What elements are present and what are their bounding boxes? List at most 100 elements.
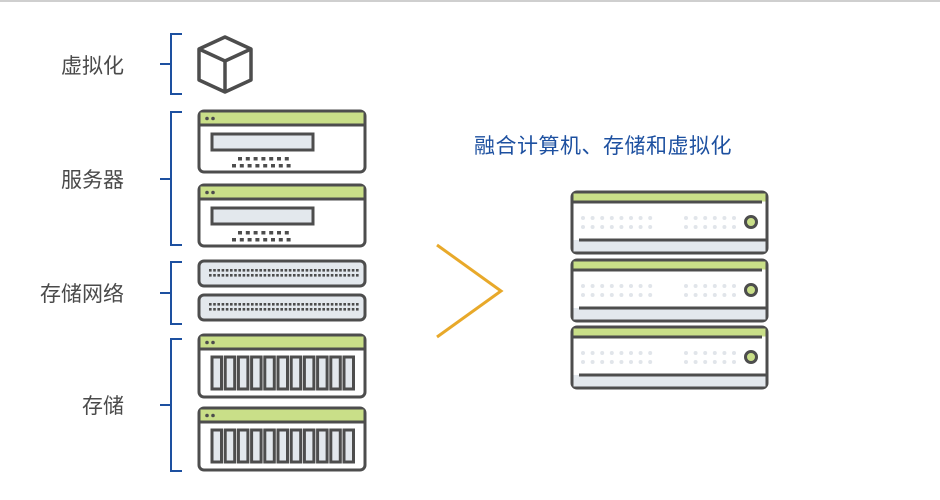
status-dot (205, 116, 209, 121)
indicator-dot (703, 216, 708, 220)
switch-port (284, 274, 288, 277)
label-storage: 存储 (82, 394, 124, 418)
switch-port (259, 308, 262, 311)
network-switch-icon (197, 293, 367, 322)
switch-port (343, 303, 346, 306)
switch-port (284, 269, 288, 272)
switch-port (288, 303, 292, 306)
indicator-dot (712, 351, 717, 355)
converged-group (570, 190, 769, 390)
switch-port (280, 308, 283, 311)
switch-port (284, 303, 288, 306)
vent-dot (253, 157, 258, 161)
indicator-dot (600, 293, 605, 297)
vent-dot (286, 164, 291, 168)
switch-port (335, 269, 338, 272)
server-unit-icon (197, 183, 367, 248)
indicator-dot (581, 216, 585, 220)
switch-port (225, 303, 229, 306)
indicator-dot (629, 216, 633, 220)
switch-port (251, 308, 254, 311)
indicator-dot (638, 351, 643, 355)
indicator-dot (703, 360, 708, 364)
switch-port (356, 308, 359, 311)
vent-dot (286, 238, 291, 242)
switch-port (343, 269, 346, 272)
indicator-dot (609, 293, 614, 297)
switch-port (347, 308, 351, 311)
switch-port (225, 269, 229, 272)
indicator-dot (638, 284, 643, 288)
indicator-dot (732, 360, 736, 364)
switch-port (335, 308, 338, 311)
vent-dot (277, 157, 281, 161)
switch-port (259, 274, 262, 277)
switch-port (314, 303, 317, 306)
bracket-storage-network (160, 261, 182, 325)
switch-port (251, 303, 254, 306)
indicator-dot (648, 284, 653, 288)
indicator-dot (600, 284, 605, 288)
switch-port (326, 274, 330, 277)
switch-port (322, 274, 325, 277)
switch-port (322, 269, 325, 272)
indicator-dot (693, 351, 698, 355)
switch-port (330, 274, 334, 277)
switch-port (225, 274, 229, 277)
switch-port (263, 308, 267, 311)
switch-port (230, 308, 233, 311)
indicator-dot (712, 216, 717, 220)
vent-dot (263, 164, 268, 168)
vent-dot (271, 238, 275, 242)
switch-port (326, 308, 330, 311)
switch-port (221, 269, 225, 272)
indicator-dot (722, 225, 727, 229)
bracket-servers (160, 111, 182, 246)
indicator-dot (629, 293, 633, 297)
switch-port (314, 308, 317, 311)
switch-port (330, 269, 334, 272)
indicator-dot (712, 360, 717, 364)
switch-port (297, 269, 300, 272)
drive-slot (263, 355, 276, 391)
switch-port (288, 269, 292, 272)
indicator-dot (684, 284, 688, 288)
indicator-dot (703, 284, 708, 288)
indicator-dot (600, 360, 605, 364)
switch-port (209, 303, 212, 306)
switch-port (221, 308, 225, 311)
switch-port (276, 274, 279, 277)
switch-port (347, 269, 351, 272)
indicator-dot (581, 360, 585, 364)
drive-slot (329, 428, 342, 464)
vent-dot (278, 164, 283, 168)
indicator-dot (590, 360, 595, 364)
drive-slot (236, 355, 250, 391)
status-dot (205, 340, 209, 345)
switch-port (335, 303, 338, 306)
indicator-dot (619, 216, 624, 220)
indicator-dot (629, 284, 633, 288)
switch-port (217, 308, 220, 311)
vent-dot (238, 231, 242, 235)
vent-dot (284, 231, 289, 235)
vent-dot (238, 157, 242, 161)
indicator-dot (648, 225, 653, 229)
switch-port (246, 303, 250, 306)
switch-port (318, 269, 321, 272)
server-display (210, 206, 315, 226)
vent-dot (261, 231, 266, 235)
vent-dot (269, 231, 274, 235)
switch-port (242, 274, 246, 277)
status-dot (205, 190, 209, 195)
switch-port (326, 269, 330, 272)
status-dot (211, 340, 215, 345)
drive-slot (223, 428, 237, 464)
switch-port (339, 274, 342, 277)
indicator-dot (648, 360, 653, 364)
drive-slot (316, 428, 329, 464)
label-servers: 服务器 (61, 168, 124, 192)
indicator-dot (703, 293, 708, 297)
switch-port (217, 274, 220, 277)
drive-slot (342, 428, 355, 464)
